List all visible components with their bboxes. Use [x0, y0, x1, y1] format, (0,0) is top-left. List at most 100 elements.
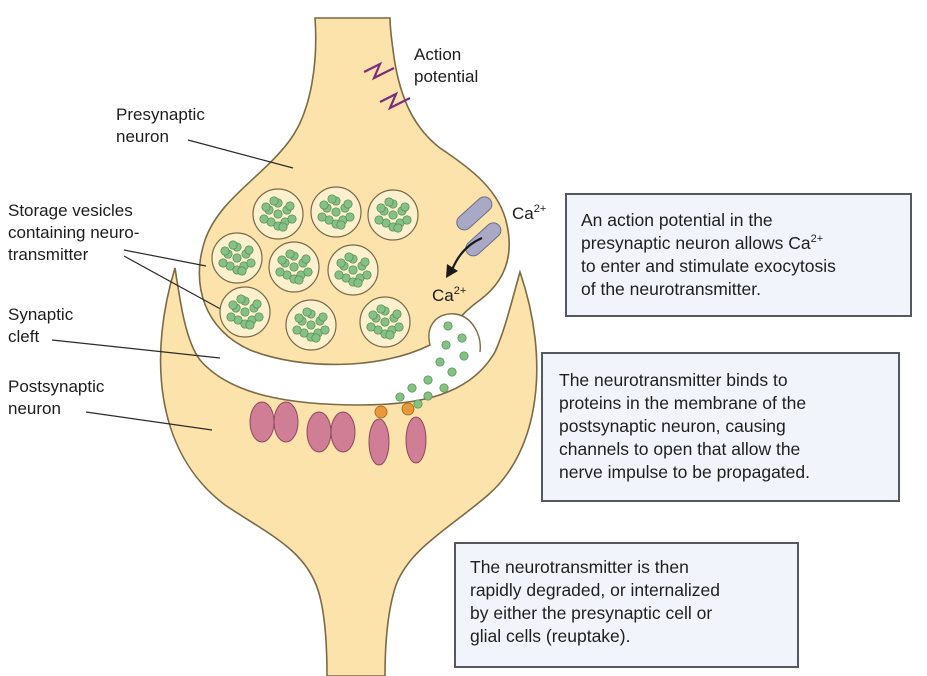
released-neurotransmitter [459, 351, 469, 361]
released-neurotransmitter [443, 321, 453, 331]
neurotransmitter-molecule [348, 265, 358, 275]
neurotransmitter-molecule [336, 220, 346, 230]
neurotransmitter-molecule [380, 317, 390, 327]
leader-vesicles-1 [123, 249, 207, 267]
released-neurotransmitter [407, 383, 417, 393]
storage-vesicle [285, 299, 337, 351]
leader-cleft [51, 339, 221, 359]
neurotransmitter-molecule [287, 214, 297, 224]
neurotransmitter-molecule [344, 252, 354, 262]
neurotransmitter-molecule [246, 258, 256, 268]
neurotransmitter-molecule [301, 254, 311, 264]
callout-box-calcium-entry: An action potential in the presynaptic n… [565, 193, 912, 317]
neurotransmitter-molecule [368, 310, 378, 320]
receptor-left [249, 401, 299, 443]
label-postsynaptic-neuron: Postsynaptic neuron [8, 377, 105, 418]
neurotransmitter-molecule [384, 197, 394, 207]
storage-vesicle [211, 232, 263, 284]
neurotransmitter-molecule [220, 246, 230, 256]
postsynaptic-neuron [159, 267, 538, 676]
neurotransmitter-molecule [318, 312, 328, 322]
neurotransmitter-molecule [402, 215, 412, 225]
neurotransmitter-molecule [306, 320, 316, 330]
calcium-channel-lower [465, 222, 502, 257]
leader-postsynaptic [85, 411, 213, 431]
neurotransmitter-molecule [218, 258, 228, 268]
neurotransmitter-molecule [360, 257, 370, 267]
released-neurotransmitter [447, 367, 457, 377]
released-neurotransmitter [435, 357, 445, 367]
neurotransmitter-molecule [319, 200, 329, 210]
neurotransmitter-molecule [275, 267, 285, 277]
released-neurotransmitter [457, 333, 467, 343]
bound-molecule [401, 402, 415, 416]
neurotransmitter-molecule [245, 320, 255, 330]
neurotransmitter-molecule [366, 322, 376, 332]
neurotransmitter-molecule [394, 322, 404, 332]
label-presynaptic-neuron: Presynaptic neuron [116, 105, 205, 146]
label-synaptic-cleft: Synaptic cleft [8, 305, 74, 346]
label-calcium-inside: Ca2+ [432, 285, 467, 306]
neurotransmitter-molecule [232, 253, 242, 263]
neurotransmitter-molecule [392, 309, 402, 319]
neurotransmitter-molecule [278, 222, 288, 232]
leader-vesicles-2 [123, 255, 227, 313]
storage-vesicle [268, 241, 320, 293]
neurotransmitter-molecule [302, 307, 312, 317]
neurotransmitter-molecule [385, 330, 395, 340]
neurotransmitter-molecule [331, 207, 341, 217]
fusion-pocket [428, 313, 481, 353]
neurotransmitter-molecule [285, 249, 295, 259]
neurotransmitter-molecule [240, 307, 250, 317]
neurotransmitter-molecule [317, 212, 327, 222]
neurotransmitter-molecule [374, 215, 384, 225]
neurotransmitter-molecule [244, 245, 254, 255]
free-neurotransmitter-layer [395, 321, 469, 409]
receptor-middle [306, 411, 356, 453]
bound-molecule [374, 405, 388, 419]
label-calcium-outside: Ca2+ [512, 203, 547, 224]
leader-presynaptic [187, 139, 294, 169]
neurotransmitter-molecule [292, 325, 302, 335]
calcium-entry-arrow [450, 236, 483, 271]
released-neurotransmitter [441, 340, 451, 350]
released-neurotransmitter [395, 392, 405, 402]
neurotransmitter-molecule [261, 202, 271, 212]
calcium-channel-upper [456, 196, 493, 231]
neurotransmitter-molecule [362, 270, 372, 280]
neurotransmitter-molecule [226, 312, 236, 322]
neurotransmitter-molecule [273, 209, 283, 219]
label-storage-vesicles: Storage vesicles containing neuro- trans… [8, 201, 140, 264]
neurotransmitter-molecule [327, 194, 337, 204]
neurotransmitter-molecule [254, 312, 264, 322]
callout-box-degradation: The neurotransmitter is then rapidly deg… [454, 542, 799, 668]
storage-vesicle [327, 244, 379, 296]
neurotransmitter-molecule [252, 299, 262, 309]
neurotransmitter-molecule [376, 203, 386, 213]
label-action-potential: Action potential [414, 45, 479, 86]
action-potential-zigzag-upper [363, 61, 395, 81]
vesicle-layer [211, 186, 419, 351]
storage-vesicle [359, 296, 411, 348]
callout-box-receptor-binding: The neurotransmitter binds to proteins i… [541, 352, 900, 502]
neurotransmitter-molecule [336, 258, 346, 268]
receptor-open-channel [368, 416, 427, 466]
neurotransmitter-molecule [289, 262, 299, 272]
neurotransmitter-molecule [345, 212, 355, 222]
released-neurotransmitter [423, 391, 433, 401]
storage-vesicle [252, 188, 304, 240]
neurotransmitter-molecule [269, 196, 279, 206]
storage-vesicle [367, 189, 419, 241]
neurotransmitter-molecule [228, 300, 238, 310]
neurotransmitter-molecule [353, 278, 363, 288]
neurotransmitter-molecule [311, 333, 321, 343]
neurotransmitter-molecule [320, 325, 330, 335]
neurotransmitter-molecule [388, 210, 398, 220]
action-potential-zigzag-lower [379, 91, 411, 111]
neurotransmitter-molecule [277, 255, 287, 265]
neurotransmitter-molecule [400, 202, 410, 212]
neurotransmitter-molecule [259, 214, 269, 224]
calcium-entry-arrowhead [446, 264, 458, 278]
neurotransmitter-molecule [376, 304, 386, 314]
